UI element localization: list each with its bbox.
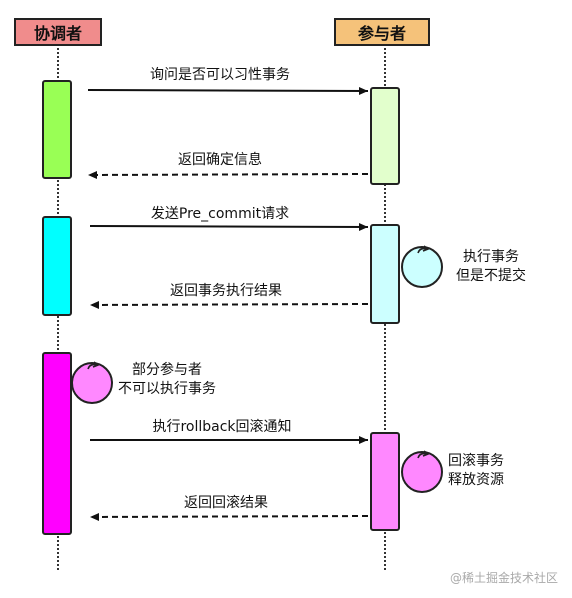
participant-activation-phase1 — [370, 87, 400, 185]
arrow-response-3 — [89, 512, 369, 521]
self-call-circle-2 — [71, 361, 113, 404]
arrow-response-1 — [87, 170, 369, 179]
message-label-1: 询问是否可以习性事务 — [150, 67, 290, 83]
participant-header: 参与者 — [334, 18, 430, 46]
coordinator-label: 协调者 — [33, 24, 82, 43]
message-label-5: 执行rollback回滚通知 — [152, 419, 292, 435]
note-participant-rollback: 回滚事务 释放资源 — [448, 452, 504, 490]
coordinator-activation-phase1 — [42, 80, 72, 179]
note-1-line-2: 但是不提交 — [456, 268, 526, 284]
coordinator-activation-phase3 — [42, 352, 72, 535]
participant-activation-phase2 — [370, 224, 400, 324]
coordinator-header: 协调者 — [14, 18, 102, 46]
message-label-2: 返回确定信息 — [178, 152, 262, 168]
note-3-line-2: 释放资源 — [448, 472, 504, 488]
participant-activation-phase3 — [370, 432, 400, 531]
note-participant-execute: 执行事务 但是不提交 — [456, 248, 526, 286]
note-3-line-1: 回滚事务 — [448, 453, 504, 469]
coordinator-activation-phase2 — [42, 216, 72, 316]
message-label-4: 返回事务执行结果 — [170, 283, 282, 299]
note-1-line-1: 执行事务 — [463, 249, 519, 265]
arrow-response-2 — [89, 300, 369, 309]
note-2-line-2: 不可以执行事务 — [118, 381, 216, 397]
arrow-request-1 — [87, 86, 369, 95]
self-call-circle-1 — [401, 245, 443, 288]
arrow-request-2 — [89, 222, 369, 231]
note-coordinator-partial: 部分参与者 不可以执行事务 — [118, 361, 216, 399]
note-2-line-1: 部分参与者 — [132, 362, 202, 378]
message-label-3: 发送Pre_commit请求 — [150, 206, 290, 222]
self-call-circle-3 — [401, 450, 443, 493]
participant-label: 参与者 — [357, 24, 406, 43]
message-label-6: 返回回滚结果 — [184, 495, 268, 511]
watermark: @稀土掘金技术社区 — [449, 571, 558, 585]
